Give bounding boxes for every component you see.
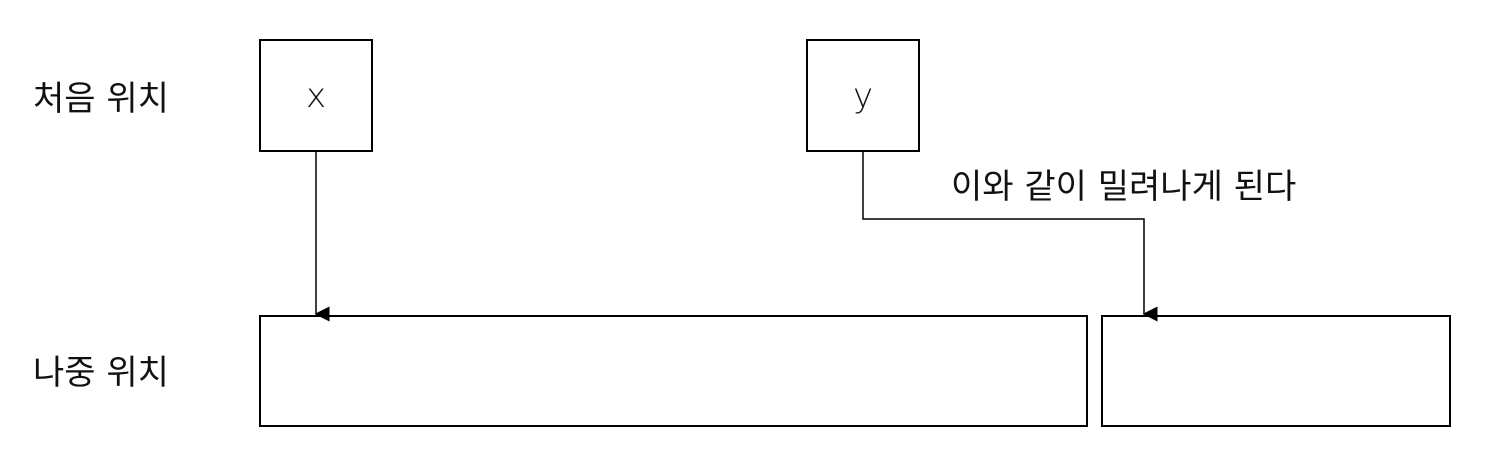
box-y-initial: y (806, 39, 920, 152)
box-y-label: y (853, 76, 874, 116)
y-arrow-path (862, 152, 1158, 322)
annotation-label: 이와 같이 밀려나게 된다 (951, 167, 1297, 207)
final-position-label: 나중 위치 (33, 353, 169, 393)
box-x-final (259, 315, 1088, 427)
box-x-initial: x (259, 39, 373, 152)
box-x-label: x (306, 76, 327, 116)
box-y-final (1101, 315, 1451, 427)
initial-position-label: 처음 위치 (33, 79, 169, 119)
